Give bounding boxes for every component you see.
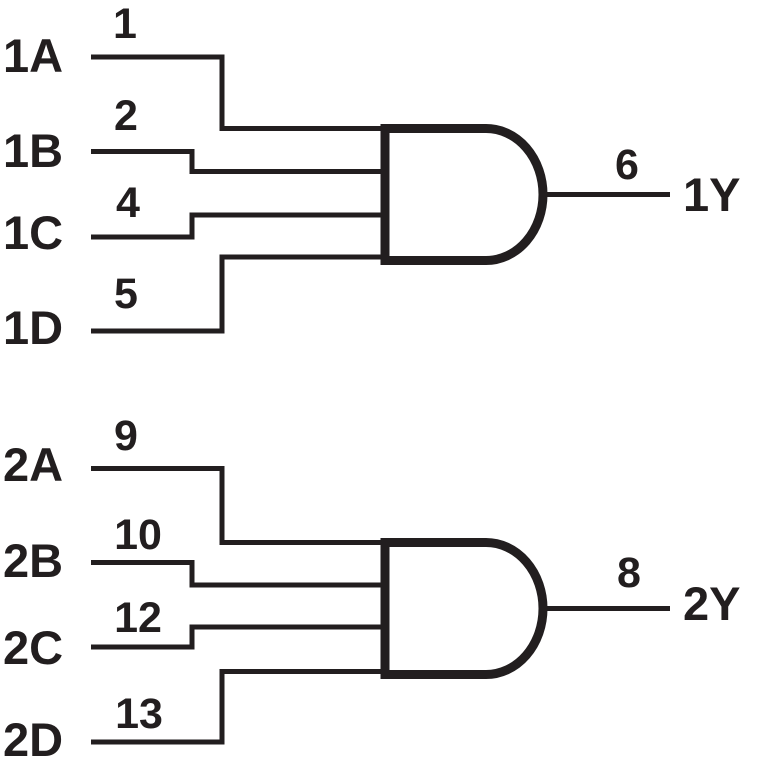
gate-1-wires bbox=[91, 54, 670, 334]
gate-1-labels: 1A 1B 1C 1D 1 2 4 5 6 1Y bbox=[3, 0, 741, 354]
input-label-2d: 2D bbox=[3, 713, 63, 765]
input-label-1d: 1D bbox=[3, 301, 63, 354]
output-label-2y: 2Y bbox=[683, 577, 741, 630]
pin-number-9: 9 bbox=[114, 412, 138, 460]
pin-number-5: 5 bbox=[114, 270, 138, 318]
wire-input-2d bbox=[91, 669, 390, 745]
gate-2-unit: 2A 2B 2C 2D 9 10 12 13 8 2Y bbox=[3, 412, 741, 765]
pin-number-10: 10 bbox=[114, 511, 162, 559]
pin-number-2: 2 bbox=[114, 92, 138, 140]
pin-number-13: 13 bbox=[115, 690, 163, 738]
gate-1-unit: 1A 1B 1C 1D 1 2 4 5 6 1Y bbox=[3, 0, 741, 354]
and-gate-2-symbol bbox=[380, 538, 548, 679]
pin-number-6: 6 bbox=[615, 141, 639, 189]
input-label-1b: 1B bbox=[3, 124, 63, 177]
pin-number-4: 4 bbox=[116, 179, 140, 227]
pin-number-12: 12 bbox=[114, 594, 162, 642]
pin-number-1: 1 bbox=[113, 0, 137, 48]
input-label-1c: 1C bbox=[3, 206, 63, 259]
gate-2-labels: 2A 2B 2C 2D 9 10 12 13 8 2Y bbox=[3, 412, 741, 765]
wire-input-2b bbox=[91, 560, 390, 588]
wire-input-1b bbox=[91, 149, 390, 174]
wire-input-2a bbox=[91, 466, 390, 545]
wire-input-1a bbox=[91, 54, 390, 131]
input-label-2c: 2C bbox=[3, 621, 63, 674]
input-label-2a: 2A bbox=[3, 438, 63, 491]
wire-input-1d bbox=[91, 254, 390, 334]
and-gate-1-symbol bbox=[380, 124, 548, 265]
input-label-1a: 1A bbox=[3, 29, 63, 82]
input-label-2b: 2B bbox=[3, 534, 63, 587]
wire-input-1c bbox=[91, 212, 390, 240]
wire-input-2c bbox=[91, 624, 390, 650]
pin-number-8: 8 bbox=[617, 549, 641, 597]
output-label-1y: 1Y bbox=[683, 168, 741, 221]
gate-2-wires bbox=[91, 466, 670, 745]
